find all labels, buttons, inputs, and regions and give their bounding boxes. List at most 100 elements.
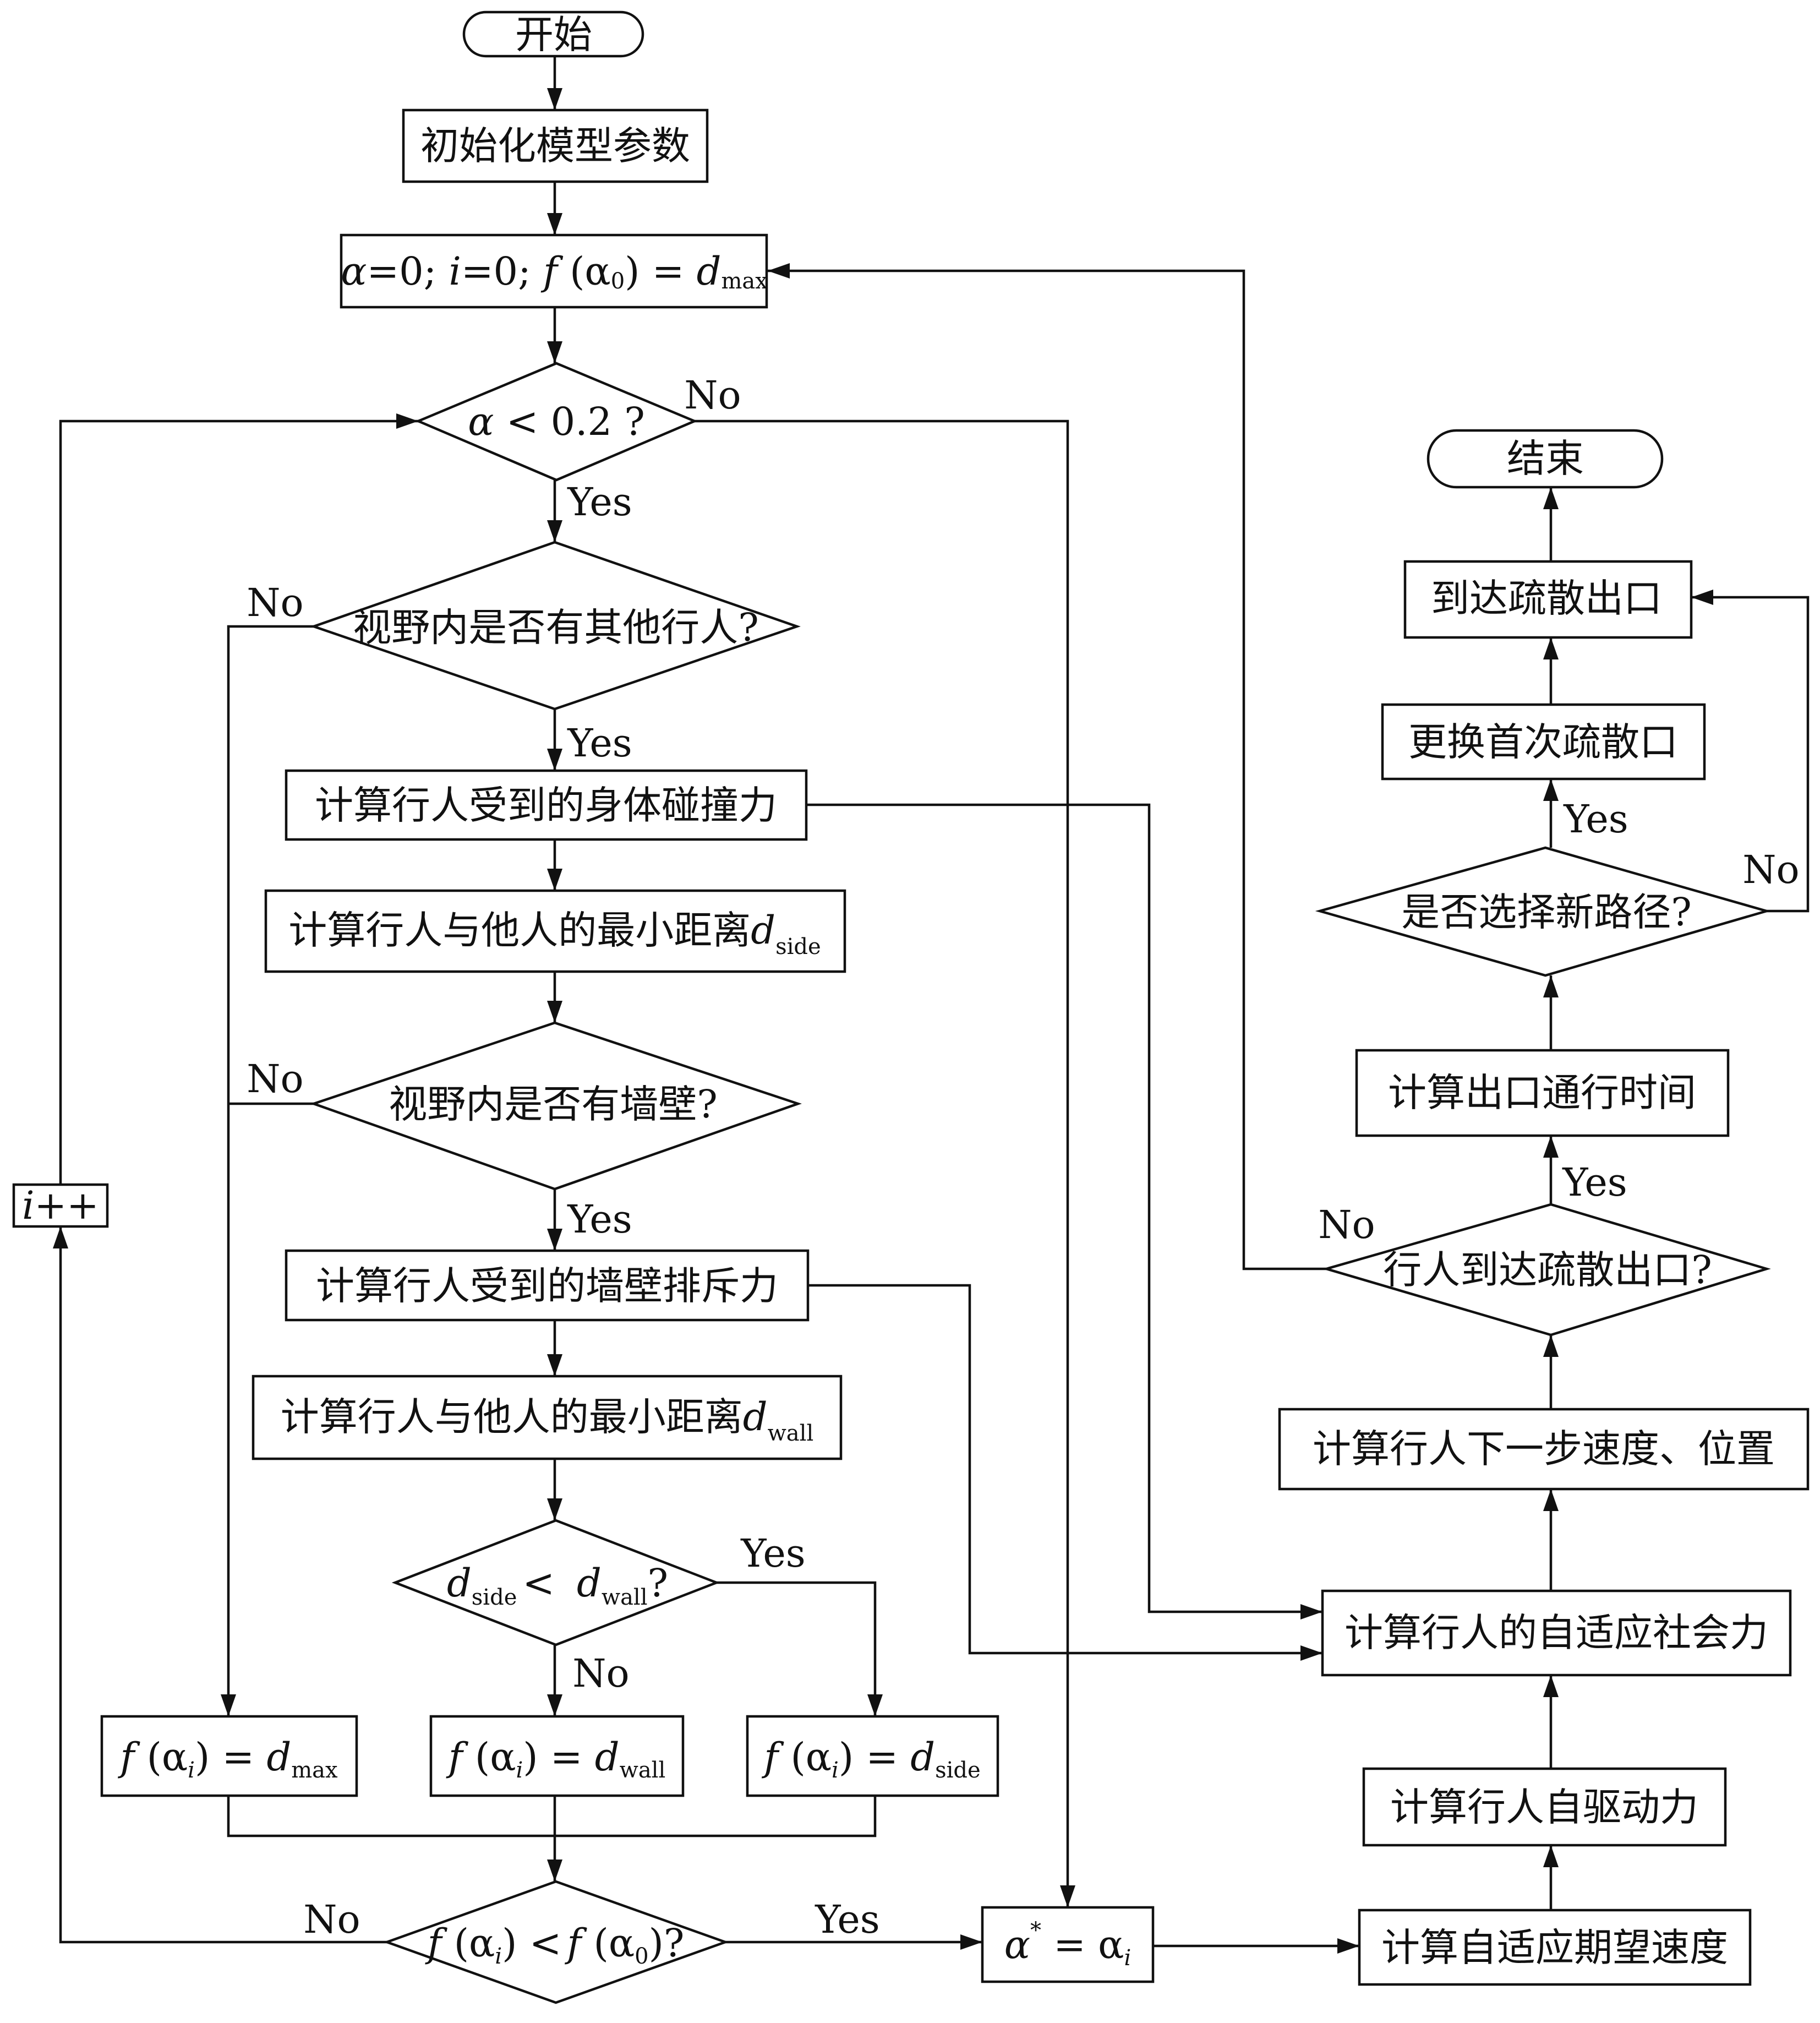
f-max-e: ) = [195,1735,266,1780]
compare-d2: d [577,1561,602,1606]
alpha-star-i: i [1124,1945,1131,1971]
alpha-star-eq: = α [1041,1922,1124,1967]
min-side-sub: side [775,934,821,959]
node-others-check: 视野内是否有其他行人? [310,541,801,711]
node-setup: α=0; i=0; f (α0) = dmax [340,233,768,309]
edge-alpha-no [695,419,1075,1907]
node-f-max: f (αi) = dmax [100,1715,358,1797]
label-path-no: No [1742,847,1799,892]
node-init-label: 初始化模型参数 [420,123,690,168]
setup-sub0: 0 [611,269,625,294]
edge-incr-alpha [59,413,418,1185]
f-side-label: f (αi) = dside [761,1735,980,1783]
change-exit-label: 更换首次疏散口 [1408,719,1678,765]
node-init: 初始化模型参数 [402,108,709,183]
compare-sub2: wall [602,1585,648,1610]
incr-pp: ++ [35,1183,99,1228]
alpha-star-label: α* = αi [1004,1918,1132,1971]
node-compare: dside<dwall? [391,1519,720,1646]
setup-alpha: α [341,249,367,294]
label-reach-no: No [1318,1202,1375,1247]
setup-d: d [697,249,722,294]
f-wall-p: (α [463,1735,516,1780]
edge-body-social [806,803,1322,1620]
node-end: 结束 [1427,429,1664,489]
setup-eq3: ) = [625,249,696,294]
setup-eq2: =0; [461,249,543,294]
setup-submax: max [721,269,768,294]
node-alpha-star: α* = αi [981,1906,1155,1983]
node-incr: i++ [12,1183,109,1228]
min-side-d: d [751,908,775,953]
self-drive-label: 计算行人自驱动力 [1390,1785,1698,1830]
f-side-s: side [935,1758,981,1783]
alpha-star-star: * [1030,1918,1041,1943]
setup-i: i [449,249,461,294]
label-others-no: No [247,580,303,625]
next-step-label: 计算行人下一步速度、位置 [1313,1426,1775,1471]
min-wall-label: 计算行人与他人的最小距离dwall [281,1394,813,1446]
alpha-check-label: α < 0.2 ? [468,399,645,444]
edge-reach-no [768,263,1326,1270]
label-alpha-yes: Yes [567,479,632,525]
body-force-label: 计算行人受到的身体碰撞力 [315,783,777,828]
incr-label: i++ [22,1183,99,1228]
edge-wall-social [808,1284,1322,1661]
node-change-exit: 更换首次疏散口 [1381,703,1706,781]
compare-sub1: side [472,1585,517,1610]
edge-f-merge [227,1796,877,1837]
node-wall-check: 视野内是否有墙壁? [310,1021,802,1191]
label-fcmp-yes: Yes [815,1897,879,1942]
node-wall-force: 计算行人受到的墙壁排斥力 [285,1249,810,1322]
node-min-wall: 计算行人与他人的最小距离dwall [252,1375,843,1460]
f-compare-p1: (α [442,1921,495,1966]
desired-speed-label: 计算自适应期望速度 [1381,1925,1728,1970]
f-compare-m: ) < [502,1921,561,1966]
arrive-label: 到达疏散出口 [1431,576,1662,621]
node-start-label: 开始 [515,12,592,57]
f-compare-z: 0 [635,1944,648,1969]
f-wall-e: ) = [523,1735,594,1780]
end-label: 结束 [1507,436,1584,481]
f-side-i: i [832,1758,839,1783]
min-wall-text: 计算行人与他人的最小距离 [281,1394,743,1439]
incr-i: i [22,1183,34,1228]
edge-others-no [221,625,314,1716]
node-arrive: 到达疏散出口 [1403,560,1693,639]
f-max-label: f (αi) = dmax [117,1735,338,1783]
label-path-yes: Yes [1563,797,1628,842]
alpha-star-a: α [1004,1922,1030,1967]
setup-paren: (α [558,249,611,294]
label-wall-yes: Yes [567,1197,632,1242]
f-wall-label: f (αi) = dwall [446,1735,666,1783]
f-compare-q: )? [649,1921,685,1966]
exit-time-label: 计算出口通行时间 [1388,1070,1696,1115]
node-body-force: 计算行人受到的身体碰撞力 [285,769,808,841]
min-wall-d: d [743,1394,768,1439]
f-side-p: (α [778,1735,832,1780]
setup-eq1: =0; [367,249,449,294]
wall-check-label: 视野内是否有墙壁? [389,1082,718,1127]
label-reach-yes: Yes [1562,1160,1627,1205]
compare-d1: d [447,1561,472,1606]
reach-check-label: 行人到达疏散出口? [1383,1247,1712,1293]
new-path-label: 是否选择新路径? [1401,890,1692,935]
node-desired-speed: 计算自适应期望速度 [1358,1909,1752,1986]
node-reach-check: 行人到达疏散出口? [1321,1203,1771,1337]
node-alpha-check: α < 0.2 ? [415,362,698,482]
min-side-label: 计算行人与他人的最小距离dside [288,908,821,959]
f-wall-i: i [516,1758,523,1783]
compare-lt: < [522,1561,555,1606]
node-f-compare: f (αi) <f (α0)? [383,1880,729,2004]
node-new-path: 是否选择新路径? [1315,846,1772,977]
edge-compare-yes [717,1581,883,1716]
label-others-yes: Yes [567,721,632,766]
label-compare-no: No [572,1651,629,1696]
min-wall-sub: wall [768,1421,814,1446]
f-max-s: max [291,1758,338,1783]
label-compare-yes: Yes [740,1531,805,1576]
edge-labels: No Yes No Yes No Yes Yes No No Yes No Ye… [247,373,1799,1942]
alpha-check-rest: < 0.2 ? [494,399,645,444]
f-compare-p2: (α [581,1921,635,1966]
